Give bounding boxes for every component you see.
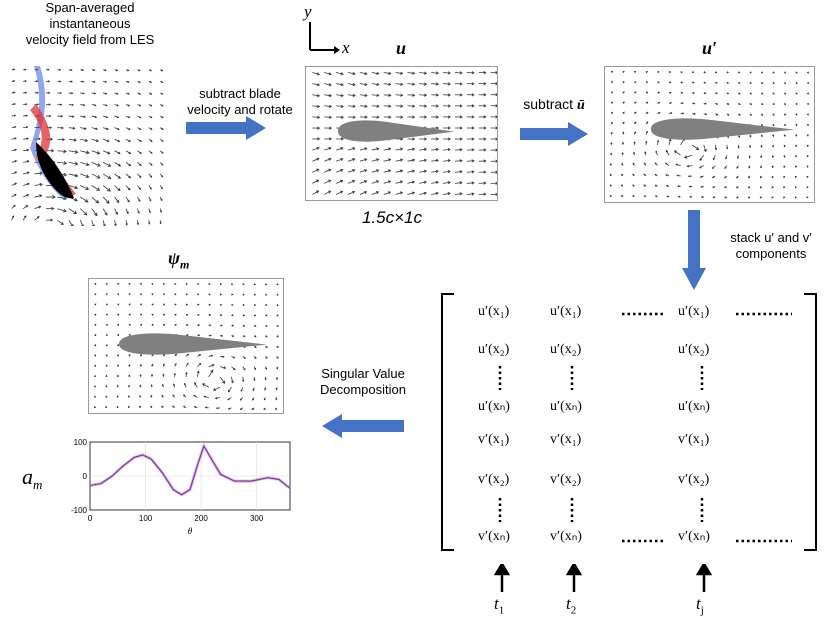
matrix-cell: u′(x₁): [678, 304, 710, 319]
step2-caption: subtract ū: [523, 96, 585, 113]
step1-caption: subtract blade velocity and rotate: [187, 86, 293, 117]
x-axis-label: θ: [188, 526, 193, 536]
matrix-cell: u′(xₙ): [550, 399, 582, 414]
matrix-cell: v′(xₙ): [478, 529, 510, 544]
axes-glyph: y x: [300, 2, 360, 57]
u-panel-title: u: [396, 38, 407, 58]
uprime-velocity-panel: [604, 66, 815, 203]
y-tick-label: 100: [74, 438, 88, 447]
matrix-cell: v′(x₁): [550, 432, 582, 447]
x-tick-label: 0: [88, 514, 93, 523]
matrix-cell: u′(x₁): [550, 304, 582, 319]
matrix-cell: u′(x₂): [478, 342, 510, 357]
matrix-cell: u′(x₂): [678, 342, 710, 357]
matrix-cell: v′(x₂): [678, 472, 710, 487]
airfoil-psi: [119, 333, 267, 355]
time-axis: t1 t2 tj: [470, 564, 770, 620]
arrow-left: [322, 414, 404, 443]
psi-panel-title: ψm: [168, 248, 190, 272]
matrix-cell: v′(x₂): [478, 472, 510, 487]
matrix-cell: u′(x₂): [550, 342, 582, 357]
x-tick-label: 200: [194, 514, 208, 523]
vector-field: [11, 68, 164, 226]
les-field-graphic: [11, 66, 164, 226]
time-label-j: tj: [696, 594, 704, 617]
airfoil-u: [337, 120, 455, 142]
size-label: 1.5c×1c: [362, 208, 423, 227]
y-axis-label: am: [22, 464, 42, 492]
psi-field-graphic: [93, 283, 279, 411]
uprime-panel-title: u′: [702, 38, 718, 58]
time-label-1: t1: [494, 594, 505, 617]
matrix-cell: u′(xₙ): [478, 399, 510, 414]
matrix-cell: v′(xₙ): [678, 529, 710, 544]
x-axis-symbol: x: [342, 38, 350, 57]
step3-caption: stack u′ and v′ components: [730, 230, 812, 261]
arrow-right-2: [520, 122, 588, 151]
uprime-field-graphic: [609, 71, 809, 199]
arrow-down: [682, 210, 706, 295]
y-tick-label: -100: [71, 506, 88, 515]
blade-section: [36, 142, 74, 199]
psi-mode-panel: [88, 278, 284, 414]
time-label-2: t2: [566, 594, 577, 617]
matrix-cell: u′(xₙ): [678, 399, 710, 414]
blue-vorticity: [30, 66, 70, 200]
step4-caption: Singular Value Decomposition: [320, 366, 406, 397]
red-vorticity: [30, 104, 76, 198]
matrix-cell: v′(xₙ): [550, 529, 582, 544]
les-velocity-field: [6, 64, 166, 226]
x-tick-label: 100: [139, 514, 153, 523]
y-axis-symbol: y: [304, 2, 312, 21]
les-caption: Span-averaged instantaneous velocity fie…: [25, 0, 155, 47]
arrow-right-1: [186, 116, 266, 145]
airfoil-uprime: [650, 118, 795, 140]
matrix-cell: v′(x₁): [478, 432, 510, 447]
snapshot-matrix: u′(x₁) u′(x₁) u′(x₁) u′(x₂) u′(x₂) u′(x₂) u′(x…: [440, 292, 820, 554]
series-line: [89, 444, 291, 496]
matrix-cell: u′(x₁): [478, 304, 510, 319]
y-tick-label: 0: [83, 472, 88, 481]
u-field-graphic: [312, 70, 497, 196]
matrix-cell: v′(x₂): [550, 472, 582, 487]
u-velocity-panel: [305, 66, 498, 201]
matrix-cell: v′(x₁): [678, 432, 710, 447]
x-tick-label: 300: [250, 514, 264, 523]
